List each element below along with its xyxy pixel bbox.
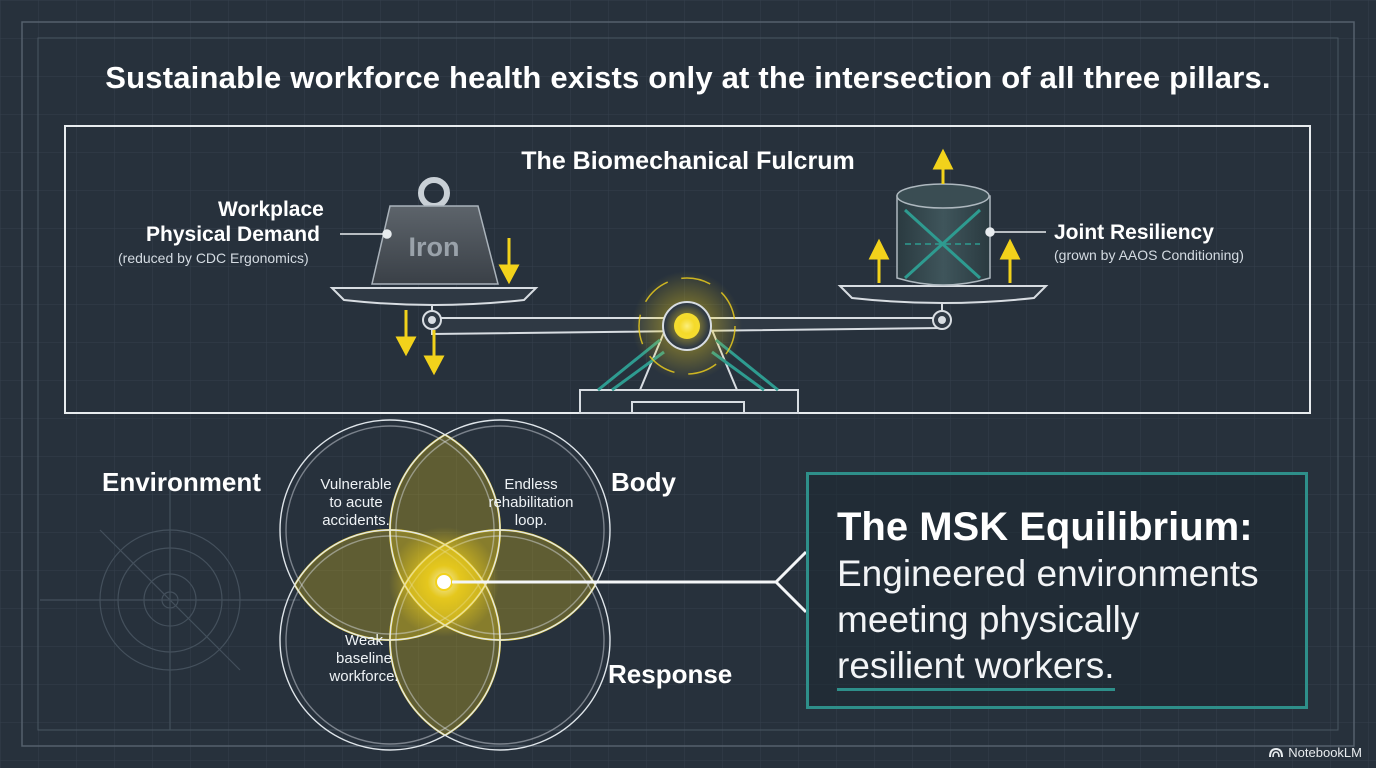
- page-title: Sustainable workforce health exists only…: [105, 60, 1271, 95]
- callout-heading: The MSK Equilibrium:: [837, 505, 1253, 549]
- left-pan: [329, 287, 539, 306]
- callout-line-3: resilient workers.: [837, 645, 1115, 686]
- pillar-body: Body: [611, 467, 676, 497]
- label-leader-lines: [340, 227, 1046, 239]
- venn-circle-response: [389, 529, 611, 751]
- gear-sketch-icon: [40, 470, 300, 730]
- demand-label-line1: Workplace: [218, 198, 324, 221]
- up-arrow-icons: [868, 148, 1021, 283]
- pillar-environment: Environment: [102, 467, 261, 497]
- resiliency-sublabel: (grown by AAOS Conditioning): [1054, 247, 1244, 263]
- iron-weight-icon: Iron: [371, 177, 499, 285]
- callout-line-1: Engineered environments: [837, 553, 1259, 594]
- demand-label-line2: Physical Demand: [146, 223, 320, 246]
- callout-line-2: meeting physically: [837, 599, 1140, 640]
- demand-sublabel: (reduced by CDC Ergonomics): [118, 250, 309, 266]
- equilibrium-point: [435, 573, 453, 591]
- fulcrum-title: The Biomechanical Fulcrum: [521, 147, 855, 175]
- msk-callout: The MSK Equilibrium: Engineered environm…: [806, 472, 1308, 709]
- env-body-text: Vulnerable to acute accidents.: [320, 476, 392, 529]
- iron-label: Iron: [409, 232, 460, 262]
- venn-circles: [279, 419, 611, 751]
- resiliency-label: Joint Resiliency: [1054, 221, 1214, 244]
- joint-cylinder-icon: [896, 183, 991, 286]
- fulcrum-pivot-icon: [632, 271, 742, 381]
- brand-label: NotebookLM: [1288, 745, 1362, 760]
- right-pan: [837, 285, 1049, 304]
- env-response-text: Weak baseline workforce.: [329, 632, 399, 685]
- notebooklm-brand: NotebookLM: [1269, 745, 1362, 760]
- down-arrow-icons: [395, 238, 520, 376]
- callout-underline: [837, 688, 1115, 691]
- pillar-response: Response: [608, 659, 733, 689]
- notebooklm-logo-icon: [1269, 747, 1284, 758]
- venn-circle-workforce: [279, 529, 501, 751]
- body-response-text: Endless rehabilitation loop.: [488, 476, 574, 529]
- callout-connector: [452, 550, 808, 614]
